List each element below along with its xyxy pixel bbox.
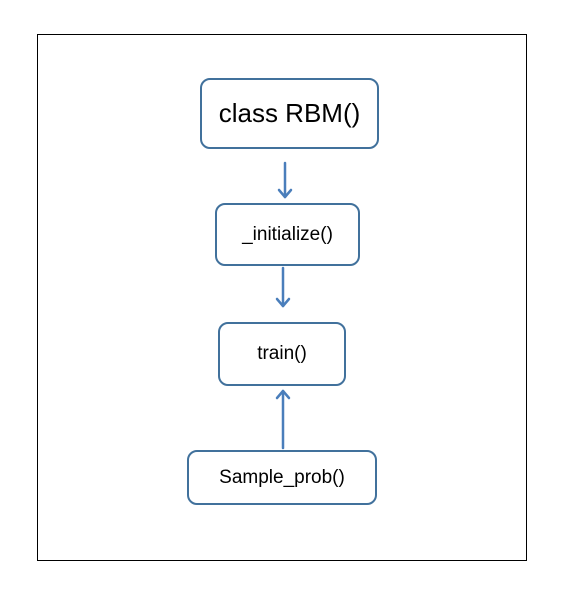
node-initialize: _initialize() [215, 203, 360, 266]
node-initialize-label: _initialize() [242, 223, 333, 245]
node-class-rbm: class RBM() [200, 78, 379, 149]
node-sample-prob-label: Sample_prob() [219, 466, 345, 488]
diagram-frame [37, 34, 527, 561]
node-class-rbm-label: class RBM() [218, 98, 361, 128]
node-train-label: train() [257, 343, 307, 364]
node-sample-prob: Sample_prob() [187, 450, 377, 505]
node-train: train() [218, 322, 346, 386]
